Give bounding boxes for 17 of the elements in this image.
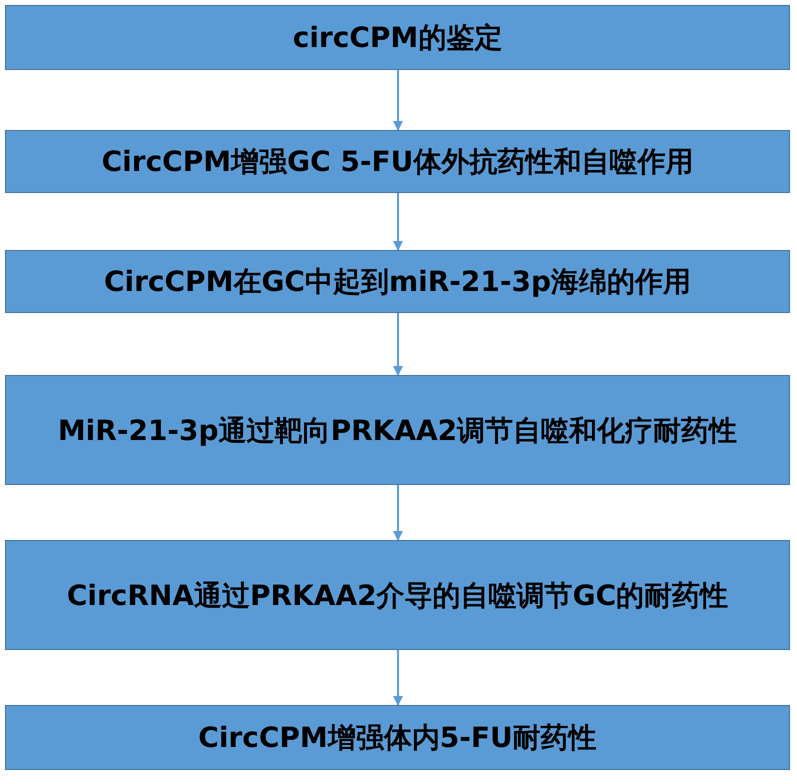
process-box: [5, 705, 790, 770]
step-text: CircCPM在GC中起到miR-21-3p海绵的作用: [104, 264, 692, 299]
arrow: [393, 193, 403, 251]
process-box: [5, 375, 790, 485]
step-text: CircCPM增强体内5-FU耐药性: [198, 720, 597, 755]
arrow: [393, 485, 403, 541]
step-text: MiR-21-3p通过靶向PRKAA2调节自噬和化疗耐药性: [58, 412, 738, 448]
arrow: [393, 313, 403, 376]
process-box: [5, 540, 790, 650]
step-text: circCPM的鉴定: [292, 20, 502, 55]
step-text: CircRNA通过PRKAA2介导的自噬调节GC的耐药性: [66, 578, 728, 612]
process-box: [5, 5, 790, 70]
step-text: CircCPM增强GC 5-FU体外抗药性和自噬作用: [102, 144, 694, 179]
arrow: [393, 70, 403, 131]
arrow: [393, 650, 403, 706]
process-box: [5, 130, 790, 193]
process-box: [5, 250, 790, 313]
